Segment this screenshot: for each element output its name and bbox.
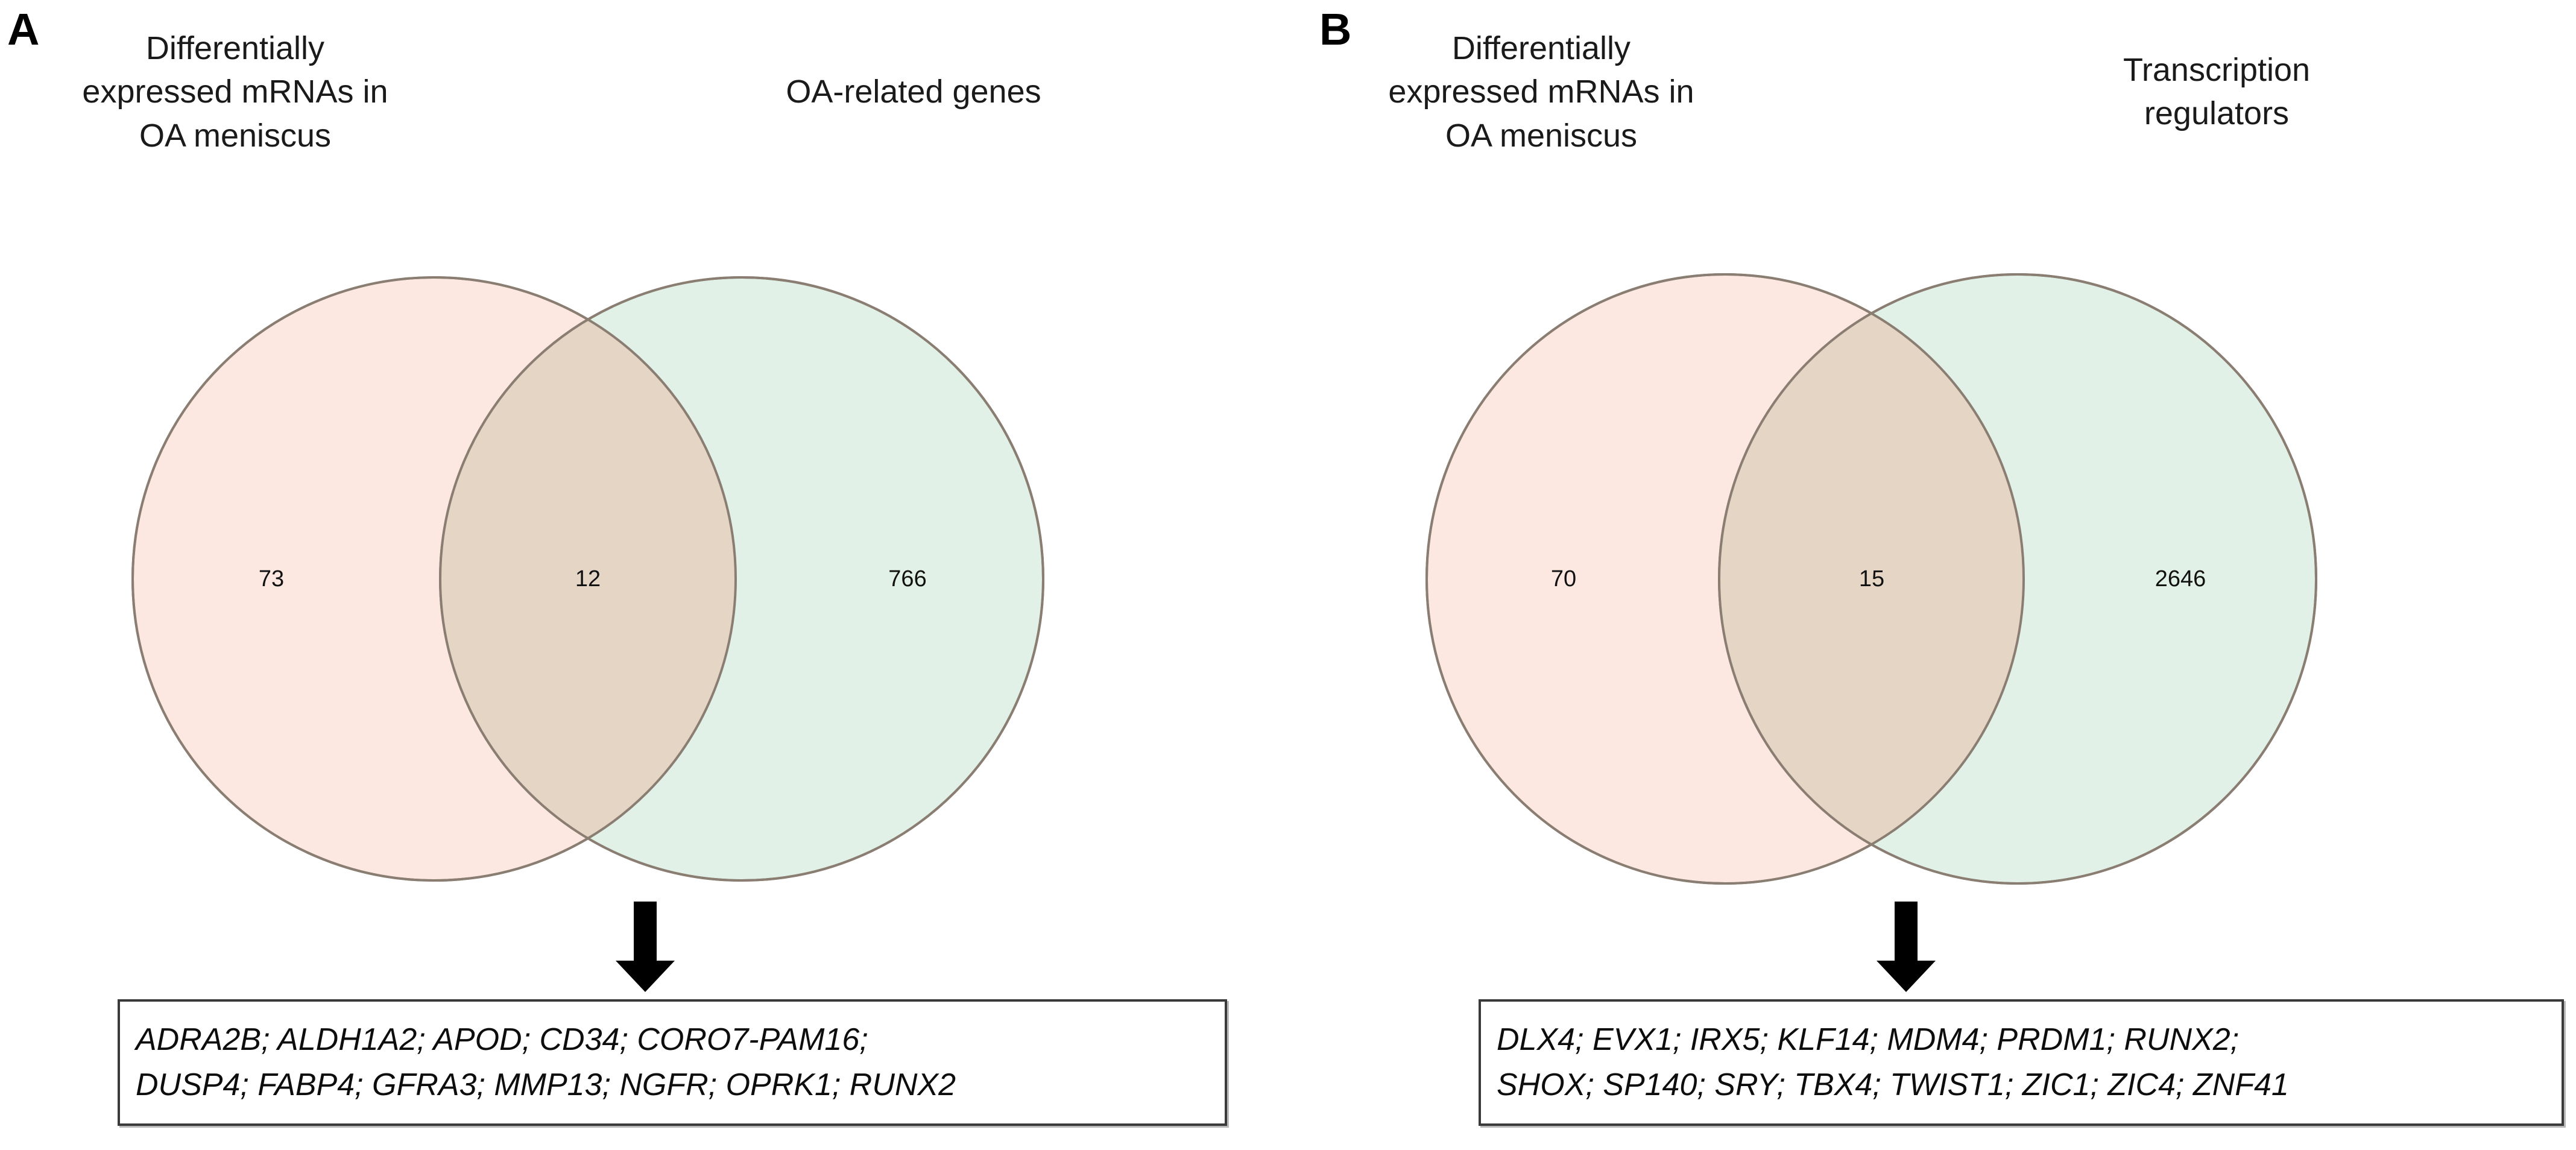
panel-a-left-only-count: 73 xyxy=(258,566,285,592)
panel-a-letter: A xyxy=(7,4,40,54)
panel-b: B Differentially expressed mRNAs in OA m… xyxy=(1288,0,2576,1150)
panel-a-down-arrow-icon xyxy=(616,902,675,992)
panel-b-right-set-label: Transcription regulators xyxy=(2048,48,2385,136)
panel-b-letter: B xyxy=(1319,4,1352,54)
panel-b-down-arrow-icon xyxy=(1877,902,1936,992)
panel-b-right-set-label-line-2: regulators xyxy=(2144,95,2290,132)
panel-a-gene-list-line-1: ADRA2B; ALDH1A2; APOD; CD34; CORO7-PAM16… xyxy=(136,1022,868,1057)
panel-b-overlap-region xyxy=(1719,274,2024,883)
panel-a-left-set-label-line-3: OA meniscus xyxy=(139,117,332,154)
panel-b-right-set-label-line-1: Transcription xyxy=(2123,52,2311,88)
panel-a-venn-diagram: 73 12 766 xyxy=(72,259,1146,899)
panel-b-left-set-label-line-2: expressed mRNAs in xyxy=(1388,74,1694,110)
panel-a-right-only-count: 766 xyxy=(888,566,927,592)
panel-a-gene-list-box: ADRA2B; ALDH1A2; APOD; CD34; CORO7-PAM16… xyxy=(118,999,1227,1126)
panel-a-left-set-label-line-2: expressed mRNAs in xyxy=(82,74,388,110)
panel-b-right-only-count: 2646 xyxy=(2155,566,2206,592)
panel-b-left-set-label-line-3: OA meniscus xyxy=(1445,117,1638,154)
panel-a-right-circle-outline xyxy=(439,276,1044,882)
panel-b-gene-list-line-1: DLX4; EVX1; IRX5; KLF14; MDM4; PRDM1; RU… xyxy=(1497,1022,2240,1057)
panel-b-intersection-count: 15 xyxy=(1858,566,1885,592)
panel-b-venn-svg xyxy=(1425,273,2317,885)
panel-b-left-circle-outline xyxy=(1425,273,2025,885)
panel-a-left-circle-outline xyxy=(131,276,737,882)
panel-b-gene-list-box: DLX4; EVX1; IRX5; KLF14; MDM4; PRDM1; RU… xyxy=(1479,999,2564,1126)
panel-a-right-set-label-line-1: OA-related genes xyxy=(786,74,1041,110)
panel-b-left-only-count: 70 xyxy=(1550,566,1577,592)
panel-a-gene-list-line-2: DUSP4; FABP4; GFRA3; MMP13; NGFR; OPRK1;… xyxy=(136,1067,956,1102)
panel-b-gene-list-line-2: SHOX; SP140; SRY; TBX4; TWIST1; ZIC1; ZI… xyxy=(1497,1067,2289,1102)
panel-b-left-set-label: Differentially expressed mRNAs in OA men… xyxy=(1360,27,1722,157)
panel-a-intersection-count: 12 xyxy=(575,566,601,592)
panel-a-overlap-region xyxy=(440,277,736,880)
panel-a-right-set-label: OA-related genes xyxy=(739,70,1088,113)
panel-b-venn-diagram: 70 15 2646 xyxy=(1369,259,2443,899)
panel-a-venn-svg xyxy=(131,276,1044,882)
panel-b-right-circle-outline xyxy=(1718,273,2317,885)
panel-a-left-set-label-line-1: Differentially xyxy=(145,30,325,66)
panel-b-left-set-label-line-1: Differentially xyxy=(1451,30,1631,66)
panel-a-left-set-label: Differentially expressed mRNAs in OA men… xyxy=(60,27,410,157)
panel-a: A Differentially expressed mRNAs in OA m… xyxy=(7,4,1227,1126)
